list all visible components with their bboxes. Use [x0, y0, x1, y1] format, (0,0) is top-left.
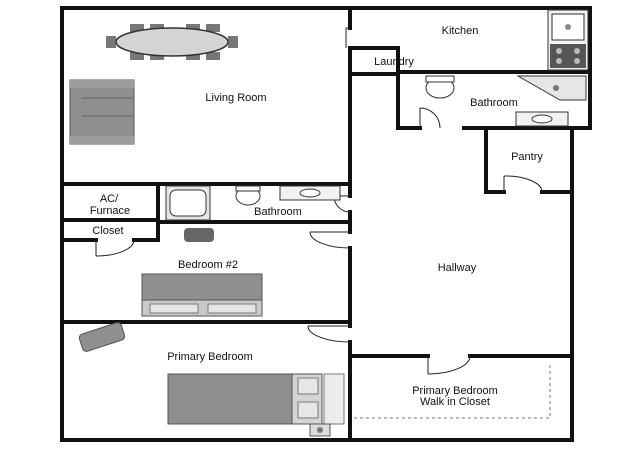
door-pantry	[503, 175, 543, 193]
label-ac-furnace-1: AC/	[100, 193, 119, 205]
door-walkin	[427, 355, 471, 375]
room-labels: Kitchen Laundry Living Room Bathroom Pan…	[90, 25, 544, 408]
door-closet	[95, 239, 135, 257]
label-bathroom-mid: Bathroom	[254, 206, 302, 218]
door-bedroom2	[309, 231, 351, 249]
bathroom-mid-fixtures	[165, 185, 341, 221]
wall-laundry	[348, 46, 400, 76]
label-living-room: Living Room	[205, 92, 266, 104]
label-pantry: Pantry	[511, 151, 543, 163]
label-closet: Closet	[92, 225, 123, 237]
desk-chair	[184, 228, 214, 242]
dining-table	[106, 24, 238, 60]
armchair	[78, 322, 126, 352]
walls	[60, 6, 592, 442]
label-hallway: Hallway	[438, 262, 477, 274]
label-laundry: Laundry	[374, 56, 414, 68]
door-entry-kitchen	[345, 27, 350, 48]
label-primary-bedroom: Primary Bedroom	[167, 351, 253, 363]
sofa	[69, 79, 135, 145]
door-primary	[307, 325, 351, 343]
door-bath-top	[419, 107, 441, 129]
label-ac-furnace-2: Furnace	[90, 205, 130, 217]
furniture	[69, 9, 589, 437]
label-walkin-2: Walk in Closet	[420, 396, 490, 408]
kitchen-counter	[547, 9, 589, 71]
label-walkin-1: Primary Bedroom	[412, 385, 498, 397]
bathroom-top-fixtures	[425, 75, 587, 127]
bed-bedroom2	[141, 273, 263, 317]
label-kitchen: Kitchen	[442, 25, 479, 37]
bed-primary	[167, 373, 345, 437]
label-bathroom-top: Bathroom	[470, 97, 518, 109]
label-bedroom-2: Bedroom #2	[178, 259, 238, 271]
